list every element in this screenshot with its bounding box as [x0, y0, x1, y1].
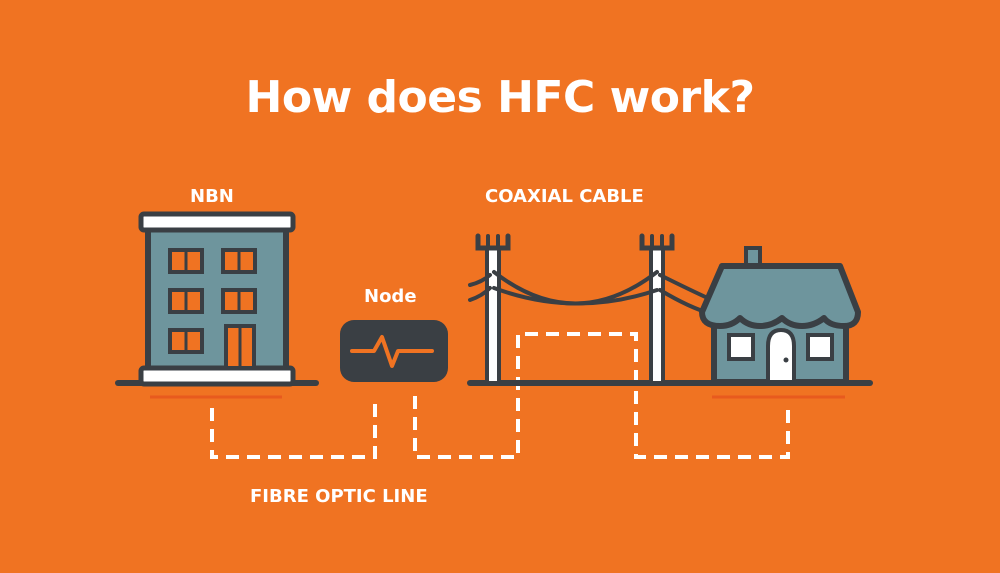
utility-pole-icon: [475, 233, 511, 385]
node-label: Node: [364, 286, 417, 307]
fibre-optic-line: [210, 332, 790, 459]
coaxial-cable-lines: [468, 270, 714, 316]
diagram-title: How does HFC work?: [245, 72, 755, 123]
fibre-path-node-house: [413, 332, 790, 459]
utility-pole-icon: [639, 233, 675, 385]
node-box-icon: [340, 320, 448, 382]
fibre-optic-line-label: FIBRE OPTIC LINE: [250, 486, 428, 507]
coaxial-cable-label: COAXIAL CABLE: [485, 186, 644, 207]
house-icon: [699, 246, 861, 399]
nbn-building-icon: [115, 211, 319, 399]
nbn-label: NBN: [190, 186, 234, 207]
fibre-path-nbn-node: [210, 396, 377, 459]
